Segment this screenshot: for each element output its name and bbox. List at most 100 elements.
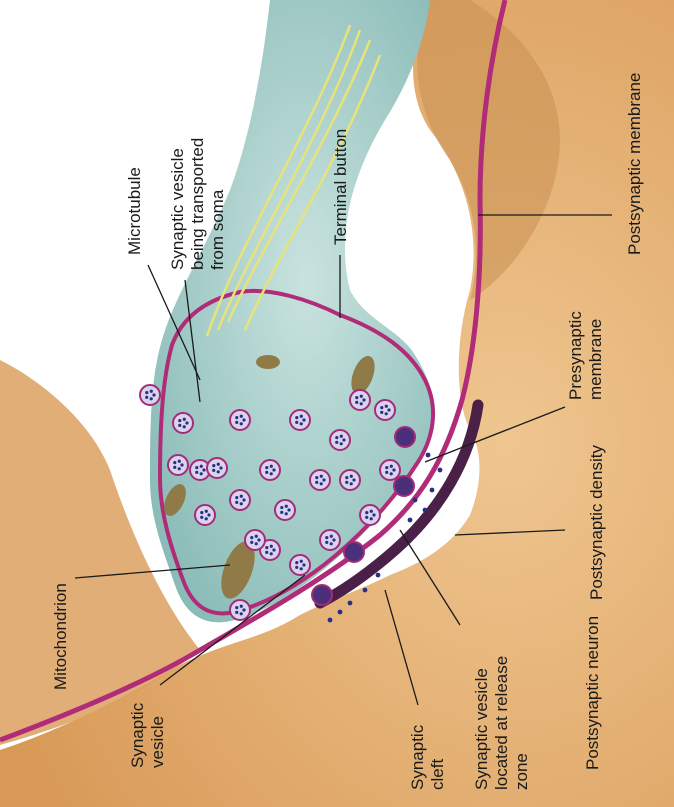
vesicle-content-dot bbox=[387, 408, 390, 411]
vesicle-content-dot bbox=[173, 466, 176, 469]
transmitter-dot bbox=[426, 453, 431, 458]
transmitter-dot bbox=[413, 498, 418, 503]
vesicle-content-dot bbox=[240, 415, 243, 418]
vesicle-content-dot bbox=[242, 608, 245, 611]
vesicle-content-dot bbox=[295, 566, 298, 569]
vesicle-content-dot bbox=[178, 467, 181, 470]
vesicle-content-dot bbox=[295, 561, 298, 564]
vesicle-content-dot bbox=[235, 496, 238, 499]
vesicle-6 bbox=[230, 490, 250, 510]
vesicle-content-dot bbox=[340, 435, 343, 438]
vesicle-content-dot bbox=[270, 472, 273, 475]
vesicle-content-dot bbox=[300, 560, 303, 563]
transmitter-dot bbox=[430, 488, 435, 493]
vesicle-content-dot bbox=[207, 513, 210, 516]
vesicle-content-dot bbox=[250, 536, 253, 539]
vesicle-content-dot bbox=[335, 436, 338, 439]
vesicle-content-dot bbox=[322, 478, 325, 481]
vesicle-10 bbox=[330, 430, 350, 450]
vesicle-content-dot bbox=[380, 406, 383, 409]
transmitter-dot bbox=[376, 573, 381, 578]
vesicle-11 bbox=[350, 390, 370, 410]
vesicle-content-dot bbox=[150, 390, 153, 393]
vesicle-content-dot bbox=[200, 465, 203, 468]
vesicle-content-dot bbox=[365, 516, 368, 519]
vesicle-content-dot bbox=[250, 541, 253, 544]
vesicle-content-dot bbox=[325, 541, 328, 544]
vesicle-content-dot bbox=[145, 391, 148, 394]
vesicle-content-dot bbox=[370, 510, 373, 513]
vesicle-content-dot bbox=[200, 511, 203, 514]
vesicle-content-dot bbox=[212, 469, 215, 472]
vesicle-content-dot bbox=[240, 502, 243, 505]
label-postsynaptic-membrane: Postsynaptic membrane bbox=[625, 73, 644, 255]
vesicle-content-dot bbox=[295, 416, 298, 419]
vesicle-content-dot bbox=[342, 438, 345, 441]
vesicle-content-dot bbox=[285, 512, 288, 515]
vesicle-content-dot bbox=[350, 475, 353, 478]
vesicle-7 bbox=[260, 460, 280, 480]
vesicle-content-dot bbox=[202, 468, 205, 471]
vesicle-15 bbox=[320, 530, 340, 550]
vesicle-content-dot bbox=[242, 498, 245, 501]
vesicle-content-dot bbox=[178, 419, 181, 422]
vesicle-content-dot bbox=[345, 481, 348, 484]
vesicle-content-dot bbox=[362, 398, 365, 401]
vesicle-9 bbox=[310, 470, 330, 490]
vesicle-content-dot bbox=[287, 508, 290, 511]
vesicle-content-dot bbox=[150, 397, 153, 400]
vesicle-content-dot bbox=[180, 463, 183, 466]
vesicle-content-dot bbox=[183, 418, 186, 421]
vesicle-content-dot bbox=[385, 466, 388, 469]
vesicle-5 bbox=[230, 410, 250, 430]
vesicle-content-dot bbox=[152, 393, 155, 396]
vesicle-20 bbox=[168, 455, 188, 475]
vesicle-4 bbox=[207, 458, 227, 478]
vesicle-content-dot bbox=[372, 513, 375, 516]
vesicle-content-dot bbox=[392, 468, 395, 471]
vesicle-content-dot bbox=[242, 418, 245, 421]
vesicle-18 bbox=[230, 600, 250, 620]
vesicle-content-dot bbox=[280, 511, 283, 514]
vesicle-14 bbox=[360, 505, 380, 525]
vesicle-content-dot bbox=[219, 466, 222, 469]
vesicle-content-dot bbox=[235, 606, 238, 609]
vesicle-content-dot bbox=[270, 545, 273, 548]
label-terminal-button: Terminal button bbox=[331, 129, 350, 245]
vesicle-content-dot bbox=[295, 421, 298, 424]
vesicle-content-dot bbox=[255, 535, 258, 538]
transmitter-dot bbox=[423, 508, 428, 513]
vesicle-23 bbox=[340, 470, 360, 490]
vesicle-22 bbox=[275, 500, 295, 520]
release-vesicle-3 bbox=[395, 427, 415, 447]
vesicle-content-dot bbox=[300, 567, 303, 570]
vesicle-content-dot bbox=[195, 466, 198, 469]
vesicle-content-dot bbox=[350, 482, 353, 485]
vesicle-content-dot bbox=[235, 416, 238, 419]
vesicle-content-dot bbox=[265, 466, 268, 469]
transmitter-dot bbox=[338, 610, 343, 615]
vesicle-content-dot bbox=[200, 472, 203, 475]
vesicle-12 bbox=[375, 400, 395, 420]
release-vesicle-2 bbox=[394, 476, 414, 496]
vesicle-content-dot bbox=[272, 548, 275, 551]
vesicle-2 bbox=[173, 413, 193, 433]
transmitter-dot bbox=[408, 518, 413, 523]
vesicle-content-dot bbox=[320, 475, 323, 478]
vesicle-content-dot bbox=[178, 460, 181, 463]
vesicle-content-dot bbox=[325, 536, 328, 539]
label-mitochondrion: Mitochondrion bbox=[51, 583, 70, 690]
label-presynaptic-membrane: Presynaptic membrane bbox=[566, 306, 605, 400]
vesicle-content-dot bbox=[380, 411, 383, 414]
transmitter-dot bbox=[363, 588, 368, 593]
label-microtubule: Microtubule bbox=[125, 167, 144, 255]
vesicle-content-dot bbox=[235, 501, 238, 504]
label-postsynaptic-neuron: Postsynaptic neuron bbox=[583, 616, 602, 770]
vesicle-content-dot bbox=[265, 546, 268, 549]
vesicle-content-dot bbox=[285, 505, 288, 508]
vesicle-content-dot bbox=[217, 463, 220, 466]
vesicle-content-dot bbox=[352, 478, 355, 481]
vesicle-content-dot bbox=[255, 542, 258, 545]
vesicle-content-dot bbox=[240, 495, 243, 498]
